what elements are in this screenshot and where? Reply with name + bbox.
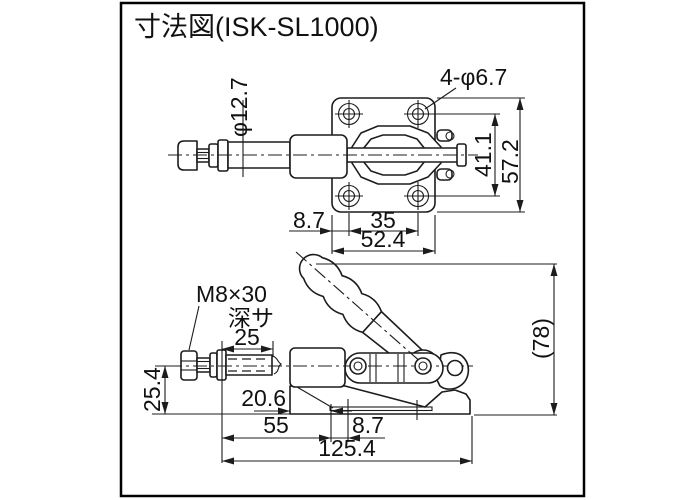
pivot-pin	[445, 169, 455, 179]
slide-body-top	[289, 134, 348, 179]
dim-hole-pitch-v: 41.1	[470, 132, 496, 177]
dim-stroke: 20.6	[241, 385, 286, 411]
dim-edge-to-hole-side: 8.7	[352, 412, 384, 438]
threaded-rod	[225, 354, 273, 376]
dimensions-side: M8×30 深サ 25 25.4 20.6 55 8.7 125.4	[139, 263, 558, 465]
page-title: 寸法図(ISK-SL1000)	[134, 12, 379, 42]
base-recess	[329, 406, 433, 412]
side-view: M8×30 深サ 25 25.4 20.6 55 8.7 125.4	[139, 251, 558, 465]
dim-total-length: 125.4	[318, 435, 376, 461]
dim-overall-height: (78)	[528, 318, 554, 359]
dim-plate-height: 57.2	[497, 139, 523, 184]
spindle-side	[180, 349, 283, 381]
mounting-hole	[335, 182, 363, 210]
bolt-shaft	[196, 357, 211, 373]
dim-axis-height: 25.4	[139, 367, 165, 412]
dim-hole-pitch-h: 35	[370, 207, 396, 233]
dim-rod-diameter: φ12.7	[226, 77, 252, 137]
dim-thread-depth: 25	[234, 324, 260, 350]
dim-hole-label: 4-φ6.7	[440, 64, 507, 90]
dim-front-length: 55	[263, 412, 289, 438]
dim-depth-label: 深サ	[228, 305, 274, 331]
dim-plate-width: 52.4	[361, 226, 406, 252]
top-view: φ12.7 4-φ6.7 41.1 57.2 8.7 35 52.4	[168, 64, 525, 255]
dimensions-top: φ12.7 4-φ6.7 41.1 57.2 8.7 35 52.4	[226, 64, 525, 255]
nut-ring	[209, 352, 218, 378]
mounting-hole	[335, 100, 363, 128]
pivot-holes	[349, 357, 464, 377]
dim-thread-label: M8×30	[196, 281, 267, 307]
dim-edge-to-hole-top: 8.7	[293, 207, 325, 233]
base-casting	[289, 385, 471, 420]
slide-body-side	[289, 347, 346, 388]
handle-grip	[298, 253, 383, 334]
handle-axis	[295, 251, 432, 372]
thread-break	[272, 355, 283, 375]
pivot-pin	[445, 131, 455, 141]
base-chamfer	[296, 386, 334, 409]
